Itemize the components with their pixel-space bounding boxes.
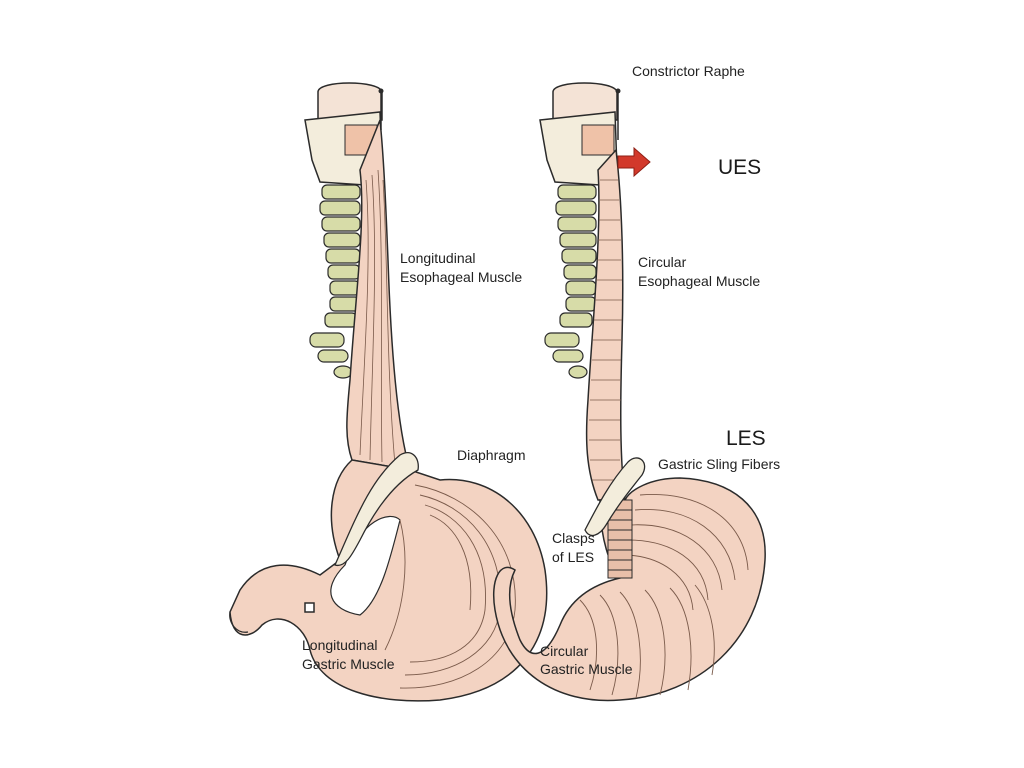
left-diaphragm: [334, 452, 419, 567]
right-cricopharyngeus: [581, 124, 615, 156]
clasps-label-line2: of LES: [552, 549, 595, 565]
right-diaphragm: [584, 457, 646, 537]
right-spine: [544, 184, 597, 379]
right-figure: [493, 82, 766, 702]
left-stomach: [229, 459, 548, 702]
left-figure: [229, 82, 548, 702]
clasps-label-line1: Clasps: [552, 530, 595, 546]
right-gastric-fibers: [579, 494, 749, 699]
left-spine: [309, 184, 361, 379]
diaphragm-label: Diaphragm: [457, 447, 526, 463]
constrictor-raphe-label: Constrictor Raphe: [632, 63, 745, 79]
longitudinal-gastric-label-line2: Gastric Muscle: [302, 656, 395, 672]
ues-arrow: [617, 146, 651, 178]
left-pylorus: [229, 611, 249, 633]
circular-esophageal-label-line2: Esophageal Muscle: [638, 273, 761, 289]
longitudinal-gastric-label-line1: Longitudinal: [302, 637, 378, 653]
left-longitudinal-fibers: [359, 169, 396, 466]
circular-esophageal-label-line1: Circular: [638, 254, 687, 270]
longitudinal-esophageal-label-line2: Esophageal Muscle: [400, 269, 523, 285]
circular-gastric-label-line2: Gastric Muscle: [540, 661, 633, 677]
les-label: LES: [726, 427, 766, 450]
gastric-sling-label: Gastric Sling Fibers: [658, 456, 781, 472]
left-gastric-fibers: [384, 484, 516, 689]
ues-label: UES: [718, 156, 762, 179]
right-stomach: [493, 477, 766, 702]
left-stomach-inner-cut: [330, 515, 401, 616]
left-pylorus-marker: [304, 602, 315, 613]
right-pharynx: [552, 82, 618, 121]
left-pharynx: [317, 82, 383, 121]
longitudinal-esophageal-label-line1: Longitudinal: [400, 250, 476, 266]
circular-gastric-label-line1: Circular: [540, 643, 589, 659]
